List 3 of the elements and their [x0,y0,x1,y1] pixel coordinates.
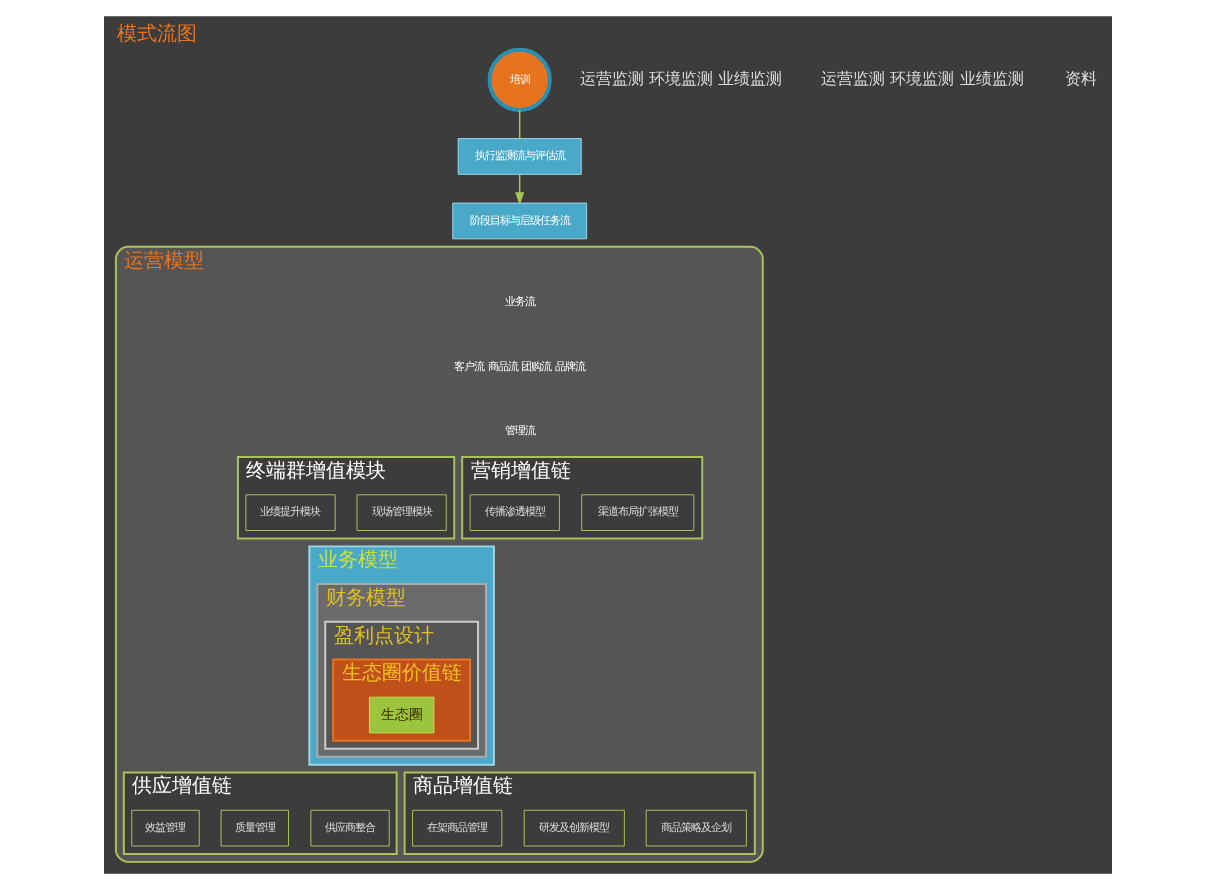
diagram-title: 模式流图 [116,24,197,47]
connector [518,109,521,140]
arrow [515,173,525,206]
